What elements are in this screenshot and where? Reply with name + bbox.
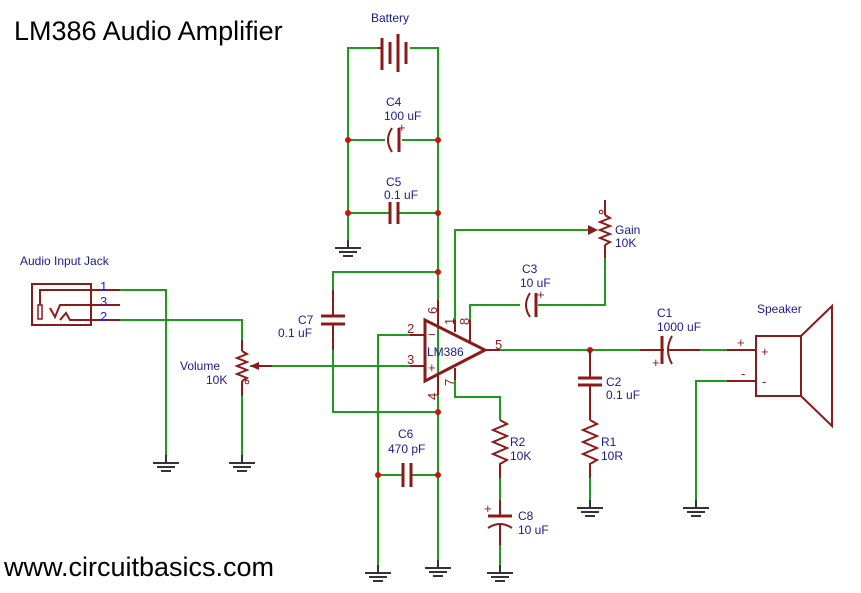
capacitor-c1: + C1 1000 uF [640, 306, 727, 370]
svg-text:10K: 10K [615, 236, 636, 250]
svg-text:2: 2 [407, 321, 414, 336]
svg-text:C5: C5 [386, 175, 402, 189]
svg-text:+: + [537, 287, 545, 302]
audio-input-jack: Audio Input Jack 1 3 2 [20, 254, 243, 455]
page-title: LM386 Audio Amplifier [14, 16, 283, 46]
svg-text:1: 1 [100, 279, 107, 294]
svg-text:0.1 uF: 0.1 uF [384, 188, 418, 202]
wire-c3-gain [538, 255, 606, 306]
svg-text:R1: R1 [601, 435, 617, 449]
svg-text:C1: C1 [657, 306, 673, 320]
svg-text:C4: C4 [386, 95, 402, 109]
capacitor-c2: C2 0.1 uF [578, 350, 640, 420]
ground-icon [334, 239, 362, 257]
potentiometer-volume[interactable]: Volume 10K [180, 340, 272, 455]
website-footer: www.circuitbasics.com [3, 552, 274, 582]
capacitor-c3: + C3 10 uF [520, 262, 551, 318]
svg-text:+: + [484, 501, 492, 516]
svg-text:−: − [428, 327, 436, 342]
battery: Battery [347, 11, 439, 560]
ground-icon [152, 454, 180, 472]
svg-text:+: + [428, 360, 436, 375]
ground-icon [228, 454, 256, 472]
wire-pin2 [377, 334, 410, 565]
wire-pin1-gain [454, 229, 590, 320]
svg-text:3: 3 [407, 352, 414, 367]
svg-text:-: - [762, 374, 766, 389]
svg-text:Audio Input Jack: Audio Input Jack [20, 254, 110, 268]
svg-text:100 uF: 100 uF [384, 109, 421, 123]
ground-icon [576, 499, 604, 517]
svg-text:C8: C8 [518, 509, 534, 523]
svg-text:Speaker: Speaker [757, 302, 802, 316]
svg-text:7: 7 [442, 379, 457, 386]
svg-text:2: 2 [100, 309, 107, 324]
potentiometer-gain[interactable]: Gain 10K [597, 200, 640, 258]
capacitor-c6: C6 470 pF [375, 427, 441, 487]
battery-label: Battery [371, 11, 409, 25]
capacitor-c8: + C8 10 uF [484, 478, 549, 565]
svg-text:10R: 10R [601, 449, 623, 463]
svg-text:C2: C2 [606, 375, 622, 389]
capacitor-c4: + C4 100 uF [345, 95, 441, 153]
ground-icon [486, 564, 514, 582]
svg-text:10K: 10K [206, 373, 227, 387]
resistor-r2: R2 10K [490, 419, 531, 478]
speaker: + - + - Speaker [695, 302, 833, 500]
svg-text:3: 3 [100, 294, 107, 309]
svg-text:+: + [652, 355, 660, 370]
svg-text:10 uF: 10 uF [518, 523, 549, 537]
svg-text:+: + [398, 120, 406, 135]
svg-text:10 uF: 10 uF [520, 276, 551, 290]
svg-text:1000 uF: 1000 uF [657, 320, 701, 334]
svg-text:C7: C7 [298, 313, 314, 327]
svg-text:470 pF: 470 pF [388, 442, 425, 456]
lm386-amplifier: LM386 − + 2 3 5 6 1 8 7 4 [407, 300, 502, 400]
svg-text:+: + [737, 335, 745, 350]
svg-text:0.1 uF: 0.1 uF [278, 326, 312, 340]
wire-pin7 [454, 380, 501, 420]
svg-text:+: + [761, 344, 769, 359]
svg-text:C3: C3 [522, 262, 538, 276]
svg-text:8: 8 [457, 318, 472, 325]
ground-icon [424, 559, 452, 577]
ground-icon [682, 499, 710, 517]
ground-icon [364, 564, 392, 582]
svg-text:0.1 uF: 0.1 uF [606, 388, 640, 402]
capacitor-c7: C7 0.1 uF [278, 269, 441, 415]
svg-text:6: 6 [425, 307, 440, 314]
svg-text:R2: R2 [510, 435, 526, 449]
svg-text:C6: C6 [398, 427, 414, 441]
capacitor-c5: C5 0.1 uF [345, 175, 441, 224]
svg-text:-: - [741, 366, 745, 381]
svg-text:1: 1 [442, 318, 457, 325]
svg-text:LM386: LM386 [427, 345, 464, 359]
svg-text:4: 4 [425, 393, 440, 400]
resistor-r1: R1 10R [580, 419, 623, 500]
svg-text:Gain: Gain [615, 223, 640, 237]
wire-pin8 [469, 304, 520, 320]
svg-text:5: 5 [495, 337, 502, 352]
svg-text:10K: 10K [510, 449, 531, 463]
svg-text:Volume: Volume [180, 359, 220, 373]
